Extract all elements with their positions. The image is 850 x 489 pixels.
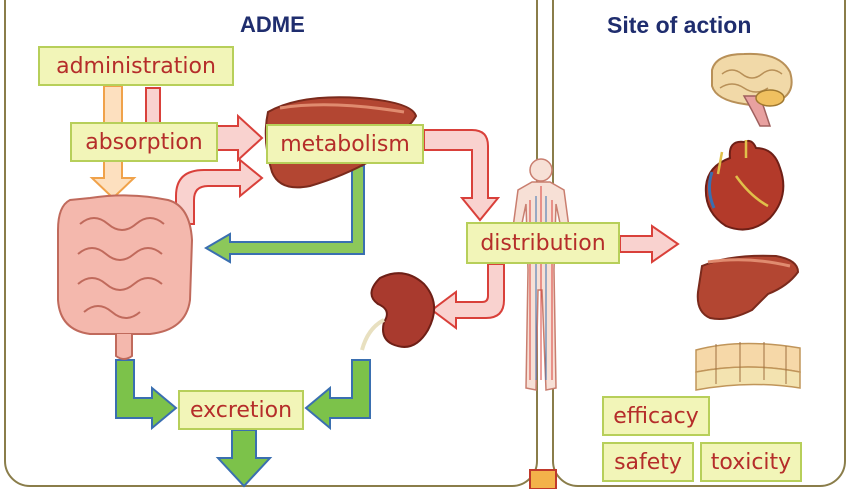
heart-icon: [704, 139, 785, 231]
site-of-action-title: Site of action: [607, 12, 752, 38]
arrow-metabolism-to-distribution: [423, 129, 501, 222]
kidney-icon: [360, 272, 435, 351]
arrow-distribution-to-kidney: [430, 263, 505, 330]
label-safety: safety: [602, 442, 694, 482]
label-excretion: excretion: [178, 390, 304, 430]
skin-icon: [695, 342, 801, 391]
label-distribution: distribution: [466, 222, 620, 264]
label-efficacy: efficacy: [602, 396, 710, 436]
arrow-kidney-to-excretion: [304, 359, 371, 431]
arrow-gut-to-liver: [175, 157, 264, 225]
brain-icon: [711, 52, 793, 127]
intestine-icon: [57, 194, 194, 360]
human-body-icon: [509, 158, 573, 391]
arrow-distribution-to-site: [619, 224, 680, 264]
connector-bar: [529, 469, 557, 489]
adme-title: ADME: [240, 12, 305, 37]
arrow-liver-to-gut: [204, 165, 365, 264]
liver-site-icon: [696, 254, 800, 320]
label-metabolism: metabolism: [266, 124, 424, 164]
arrow-excretion-out: [215, 429, 273, 488]
label-administration: administration: [38, 46, 234, 86]
label-absorption: absorption: [70, 122, 218, 162]
arrow-gut-to-excretion: [115, 359, 178, 431]
label-toxicity: toxicity: [700, 442, 802, 482]
